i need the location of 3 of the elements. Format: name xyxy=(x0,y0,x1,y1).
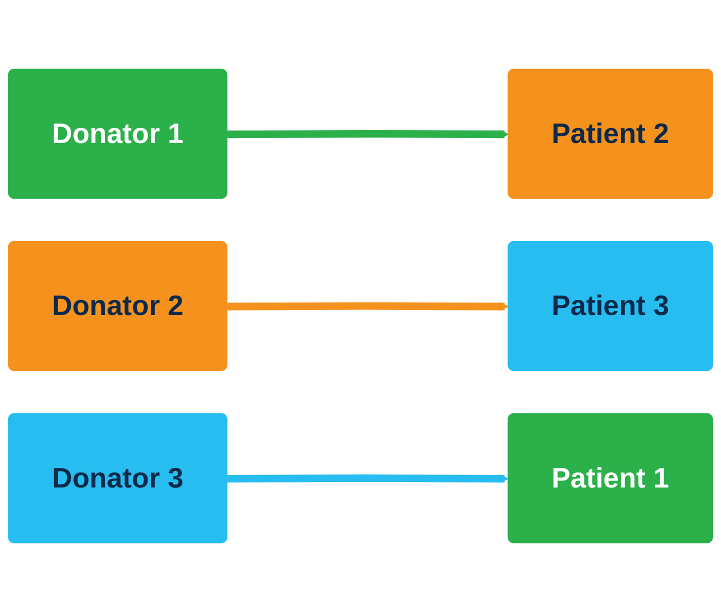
arrow xyxy=(227,130,509,139)
arrow xyxy=(227,474,509,484)
arrow xyxy=(227,302,509,311)
